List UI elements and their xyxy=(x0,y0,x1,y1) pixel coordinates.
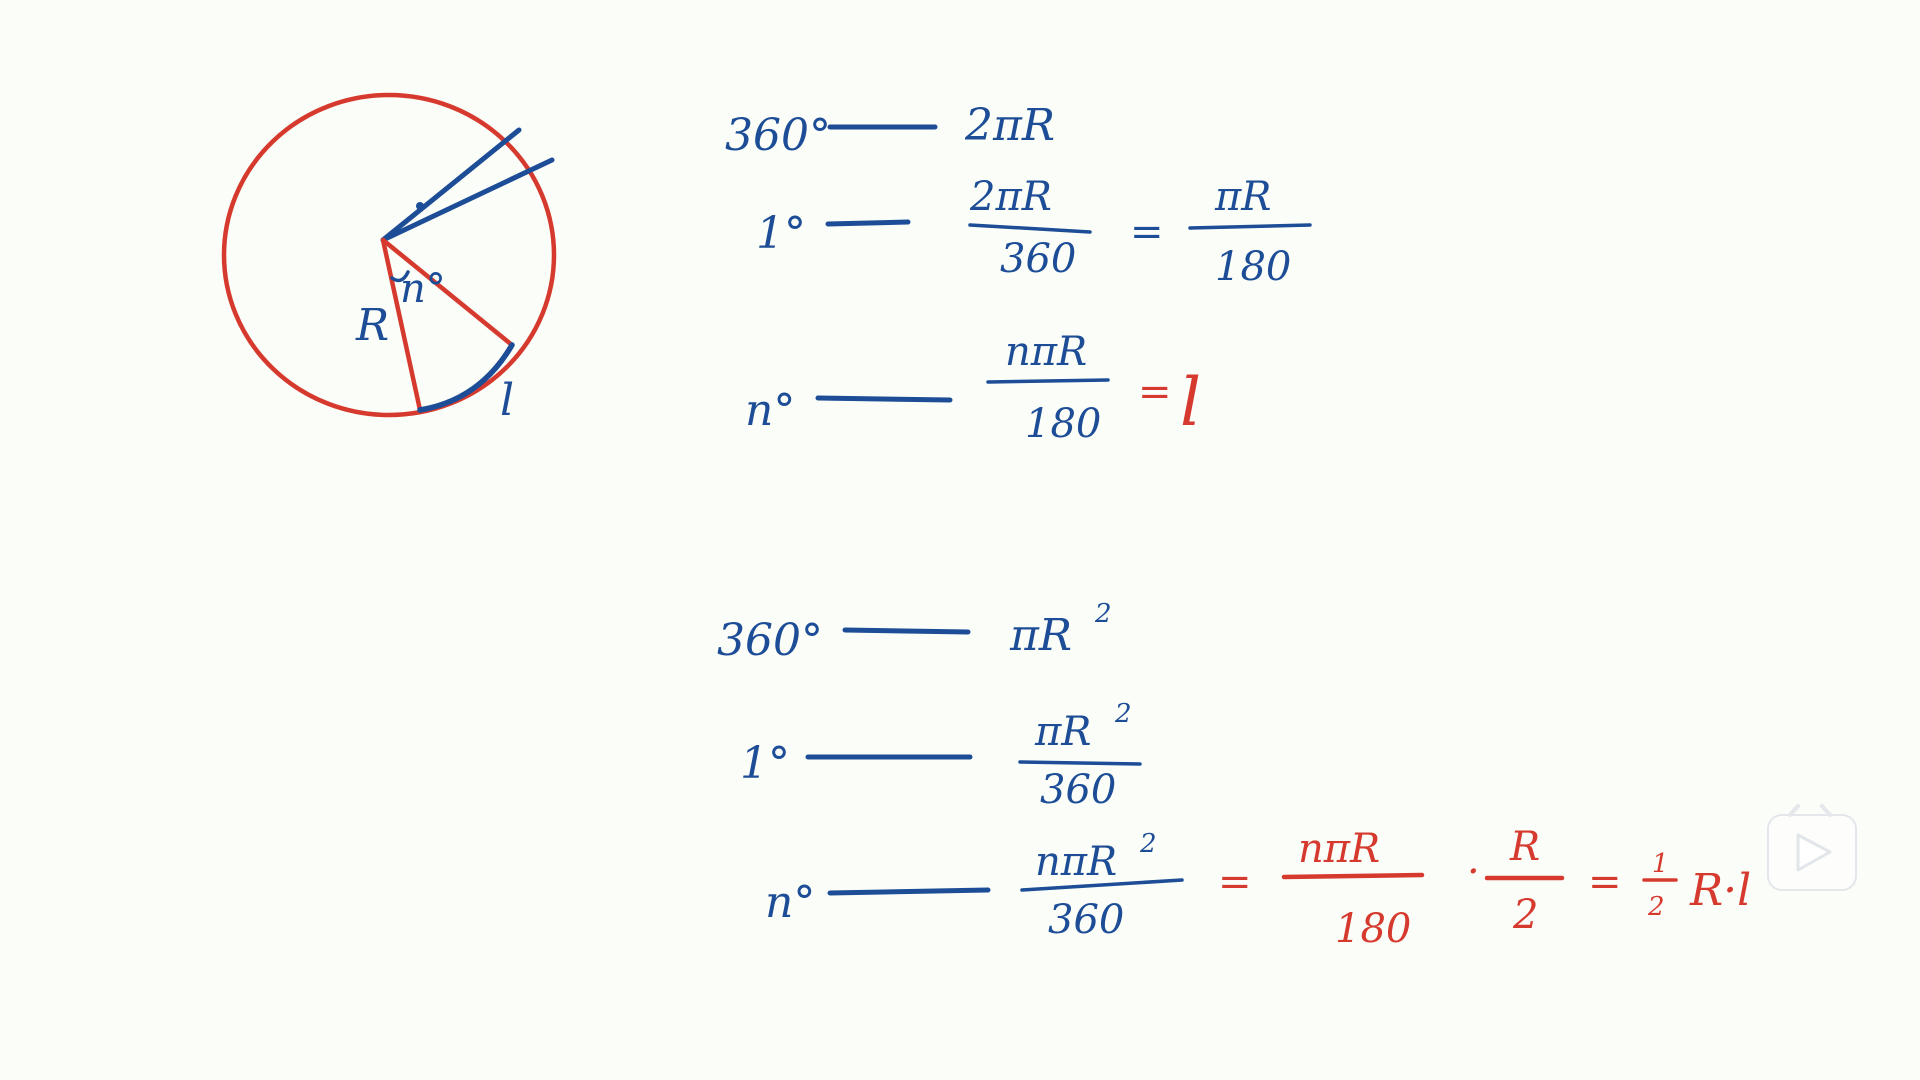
area-row3-tail: R·l xyxy=(1689,865,1751,916)
arc-row3-frac-den: 180 xyxy=(1025,401,1101,447)
arc-row3-left: n° xyxy=(745,385,795,436)
area-row2-frac-num-sup: 2 xyxy=(1114,699,1132,729)
area-row3-frac-num: nπR xyxy=(1035,839,1117,885)
area-row3-frac3-den: 2 xyxy=(1512,892,1538,938)
arc-row2-frac1-num: 2πR xyxy=(969,174,1052,220)
arc-row3-eq: = xyxy=(1138,369,1172,415)
sector-area-derivation: 360° πR 2 1° πR 2 360 n° nπR 2 360 = nπR… xyxy=(717,599,1751,952)
sector-radius-right xyxy=(380,237,515,348)
arc-row2-eq: = xyxy=(1130,209,1164,255)
area-row3-left: n° xyxy=(765,877,815,928)
play-icon xyxy=(1796,833,1832,872)
radius-line-2 xyxy=(380,157,555,243)
arc-length-derivation: 360° 2πR 1° 2πR 360 = πR 180 n° nπR 180 … xyxy=(725,100,1312,447)
area-row3-frac3-num: R xyxy=(1509,824,1540,870)
arc-row3-frac-num: nπR xyxy=(1005,329,1087,375)
area-row1-dash xyxy=(842,627,971,635)
angle-label: n° xyxy=(400,266,446,312)
area-row1-left: 360° xyxy=(717,615,823,666)
area-row3-frac-den: 360 xyxy=(1048,897,1124,943)
arc-row2-frac1-bar xyxy=(968,223,1092,234)
arc-label: l xyxy=(500,375,514,426)
arc-row2-frac1-den: 360 xyxy=(1000,236,1076,282)
area-row3-eq2: = xyxy=(1588,859,1622,905)
arc-row2-left: 1° xyxy=(756,208,806,259)
arc-row3-result: l xyxy=(1180,364,1201,441)
area-row3-half-num: 1 xyxy=(1652,849,1669,879)
arc-row2-frac2-bar xyxy=(1188,223,1312,230)
arc-row3-frac-bar xyxy=(986,378,1110,384)
area-row3-dot: · xyxy=(1467,849,1480,895)
area-row3-frac2-bar xyxy=(1281,872,1425,880)
area-row3-eq1: = xyxy=(1218,859,1252,905)
center-dot xyxy=(416,202,424,210)
angle-mark xyxy=(390,270,410,283)
area-row2-left: 1° xyxy=(740,738,790,789)
radius-label: R xyxy=(355,300,389,351)
circle-outline xyxy=(221,92,557,418)
sector-radius-left xyxy=(380,237,423,413)
arc-row1-right: 2πR xyxy=(964,100,1055,151)
area-row1-right-sup: 2 xyxy=(1094,599,1112,629)
area-row3-half-den: 2 xyxy=(1647,892,1665,922)
area-row2-frac-num: πR xyxy=(1034,709,1091,755)
circle-diagram: n° R l xyxy=(221,92,557,426)
area-row2-frac-bar xyxy=(1018,760,1142,766)
area-row3-frac-bar xyxy=(1020,878,1184,892)
arc-row2-dash xyxy=(825,219,911,227)
area-row3-frac2-den: 180 xyxy=(1335,906,1411,952)
arc-row2-frac2-den: 180 xyxy=(1215,244,1291,290)
arc-row3-dash xyxy=(815,395,953,403)
area-row3-frac-num-sup: 2 xyxy=(1139,829,1157,859)
area-row3-dash xyxy=(827,887,991,896)
area-row2-frac-den: 360 xyxy=(1040,767,1116,813)
arc-row2-frac2-num: πR xyxy=(1214,174,1271,220)
arc-row1-left: 360° xyxy=(725,110,831,161)
radius-line-1 xyxy=(380,127,522,243)
area-row3-frac2-num: nπR xyxy=(1298,826,1380,872)
area-row1-right: πR xyxy=(1009,610,1072,661)
play-button[interactable] xyxy=(1767,804,1857,891)
arc-l xyxy=(417,342,515,413)
